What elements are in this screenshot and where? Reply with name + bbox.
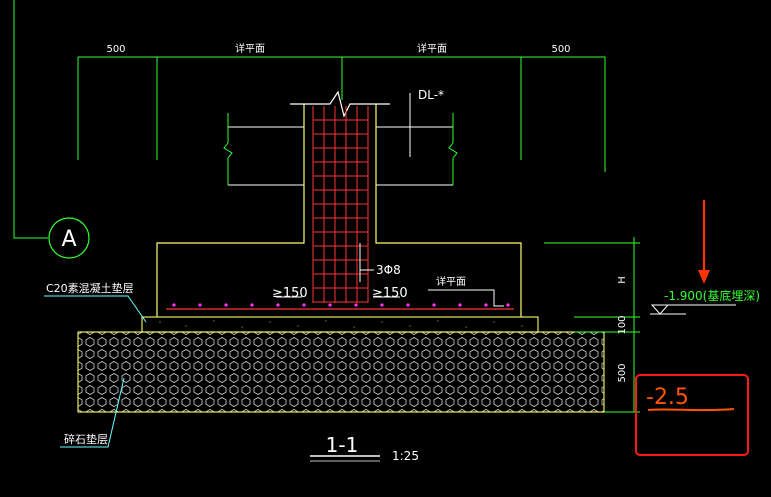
ground-beam-lines — [228, 126, 453, 186]
right-dimension — [544, 237, 640, 413]
dim-top-right: 500 — [551, 44, 570, 55]
ground-beam-breaks — [223, 113, 458, 185]
rebar-label: 3Φ8 — [376, 263, 401, 277]
spacing-right: ≥150 — [372, 286, 408, 301]
dim-right-cushion: 100 — [617, 315, 628, 334]
dim-right-gravel: 500 — [617, 363, 628, 382]
dim-top-left: 500 — [106, 44, 125, 55]
beam-tag-text: DL-* — [418, 88, 444, 102]
concrete-cushion-layer — [141, 316, 539, 333]
gravel-layer — [77, 331, 605, 413]
cushion-label: C20素混凝土垫层 — [46, 281, 134, 295]
rebar-cage — [312, 106, 369, 303]
gravel-label: 碎石垫层 — [64, 432, 108, 446]
axis-bubble — [48, 217, 90, 259]
spacing-left: ≥150 — [272, 286, 308, 301]
beam-tag: DL-* — [409, 88, 444, 157]
axis-label: A — [61, 227, 76, 252]
dim-top-mid-right: 详平面 — [417, 42, 447, 55]
elevation-marker: -1.900(基底埋深) — [650, 288, 760, 315]
annotation-box[interactable] — [635, 374, 749, 456]
dim-top-mid-left: 详平面 — [235, 42, 265, 55]
annotation-value: -2.5 — [646, 385, 689, 410]
section-scale: 1:25 — [392, 449, 419, 463]
rebar-callouts — [276, 243, 504, 307]
red-arrow-markup — [698, 200, 710, 284]
elevation-label: -1.900(基底埋深) — [664, 288, 760, 303]
section-title: 1-1 1:25 — [310, 433, 419, 463]
dim-right-h: H — [617, 276, 628, 284]
footing-rebar — [166, 303, 514, 310]
top-dimension — [77, 56, 606, 172]
layer-leaders — [44, 295, 147, 448]
foundation-outline — [156, 90, 522, 317]
annotation-underline — [647, 408, 735, 412]
axis-marker: A — [13, 0, 90, 259]
arrow-down-icon — [698, 270, 710, 284]
elevation-triangle-icon — [650, 304, 670, 315]
section-title-text: 1-1 — [326, 433, 359, 457]
cushion-stipple — [159, 320, 523, 328]
detail-note: 详平面 — [436, 275, 466, 288]
